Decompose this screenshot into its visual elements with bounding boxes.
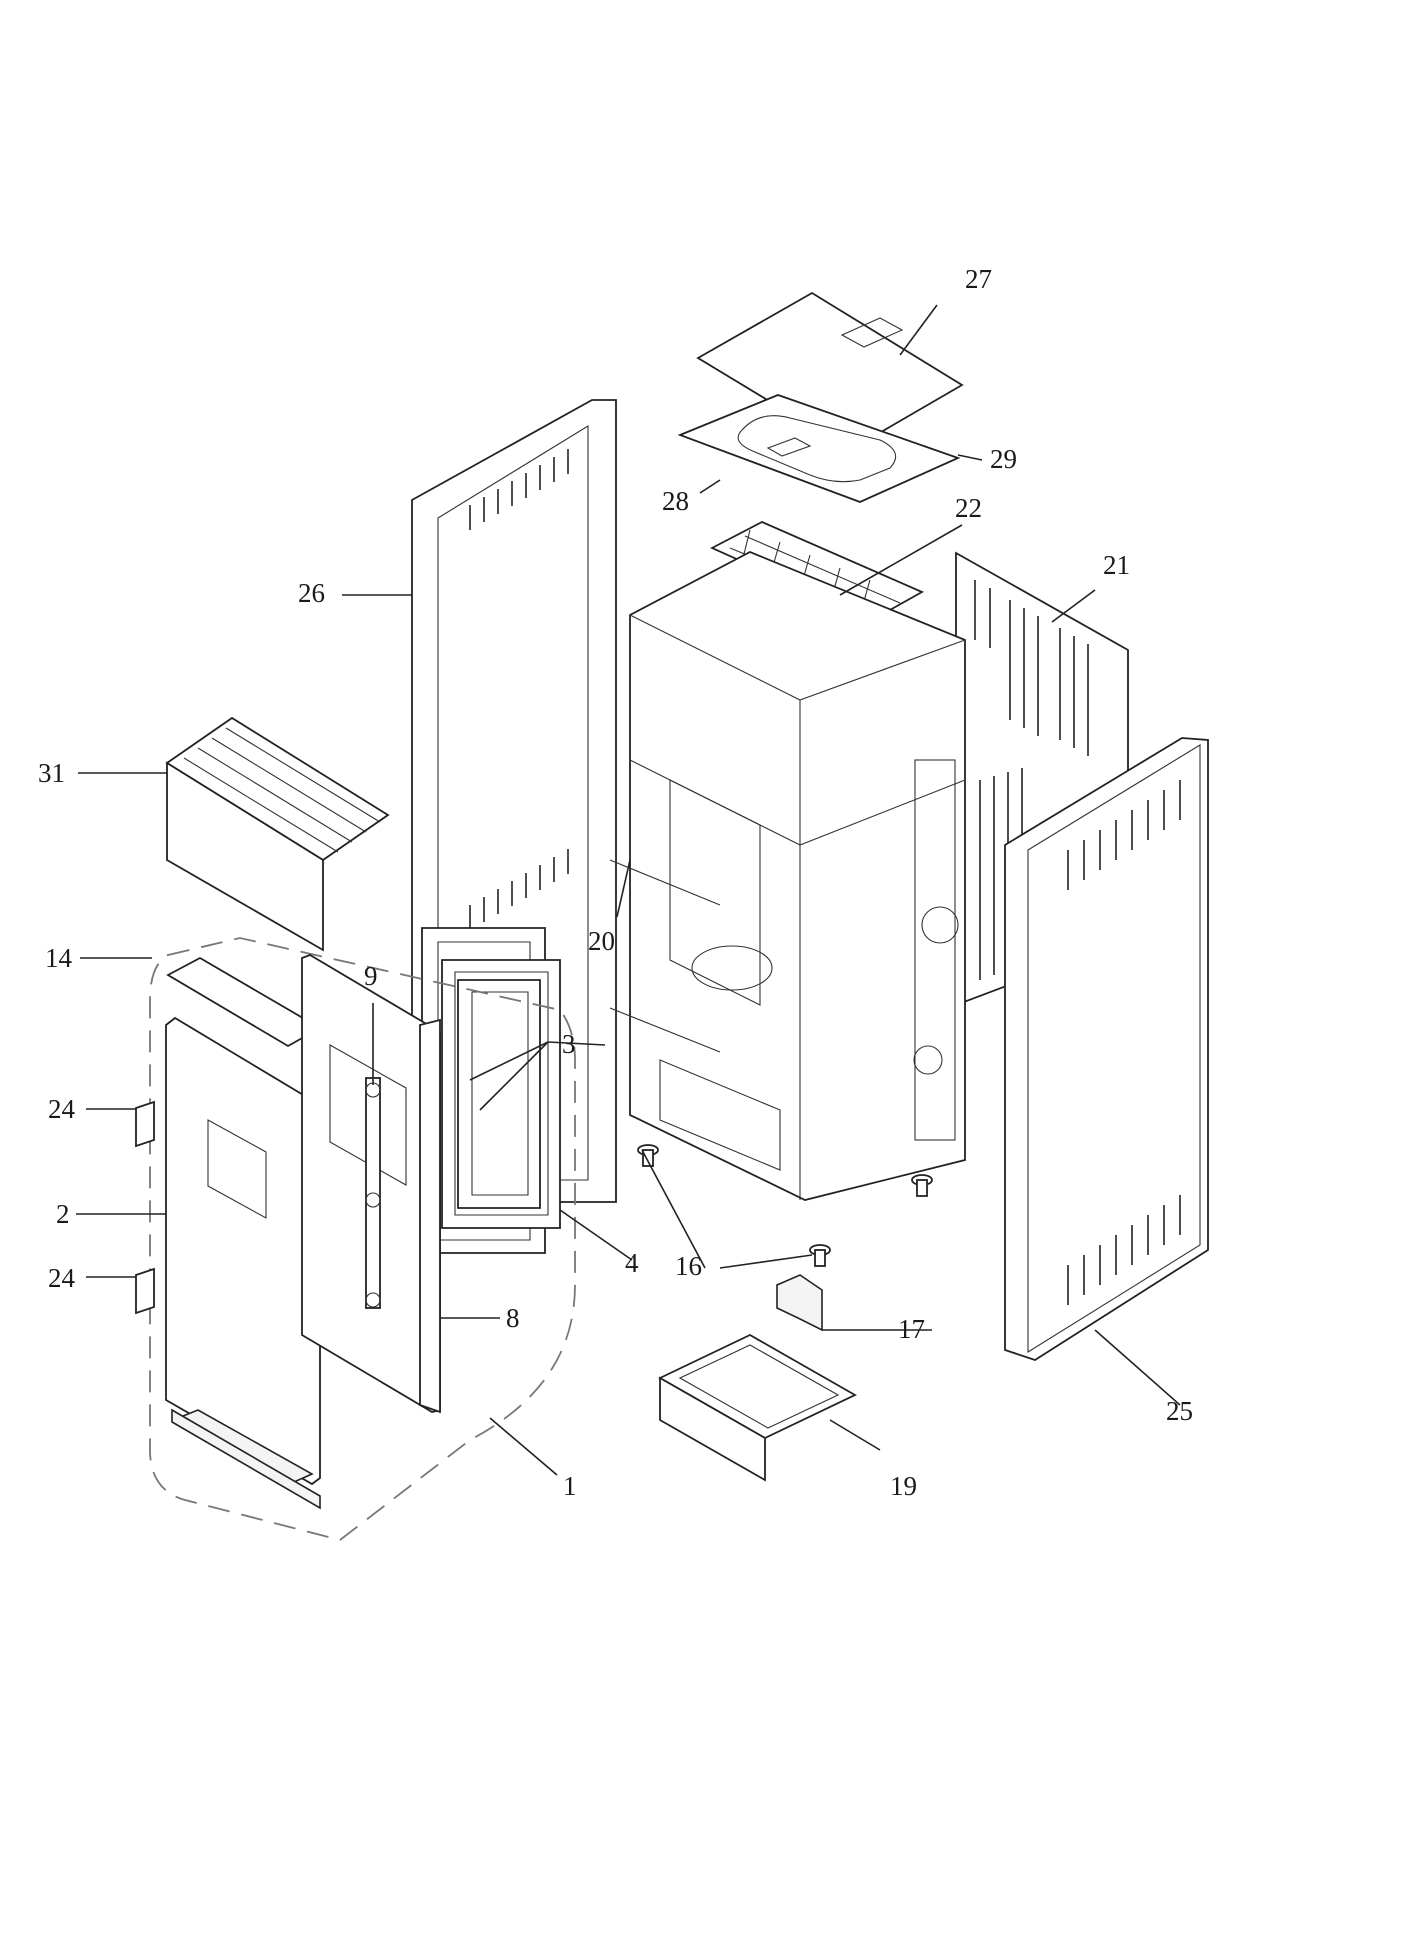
callout-27: 27 [965, 264, 992, 294]
callout-31: 31 [38, 758, 65, 788]
feet-part-16 [637, 1144, 933, 1267]
callout-26: 26 [298, 578, 325, 608]
small-grille-part-17 [776, 1274, 823, 1332]
hinge-part-24-upper [135, 1100, 155, 1148]
callout-4: 4 [625, 1248, 639, 1278]
callout-14: 14 [45, 943, 73, 973]
ash-drawer-part-19 [658, 1333, 857, 1482]
callout-24-upper: 24 [48, 1094, 76, 1124]
callout-28: 28 [662, 486, 689, 516]
callout-17: 17 [898, 1314, 925, 1344]
callout-22: 22 [955, 493, 982, 523]
glass-panels-part-3 [441, 959, 561, 1229]
callout-labels: 27 29 28 22 21 26 31 14 9 20 3 24 2 4 16… [38, 264, 1193, 1501]
hinge-part-24-lower [135, 1267, 155, 1315]
callout-1: 1 [563, 1471, 577, 1501]
assembly-dashed-outline-part-1 [149, 937, 576, 1541]
door-part-2 [165, 1016, 321, 1510]
callout-19: 19 [890, 1471, 917, 1501]
top-grille-box-part-31 [165, 716, 390, 952]
stove-main-body [609, 551, 966, 1201]
side-panel-part-25 [1004, 737, 1209, 1361]
callout-21: 21 [1103, 550, 1130, 580]
callout-29: 29 [990, 444, 1017, 474]
top-frame-part-28 [677, 394, 961, 503]
callout-3: 3 [562, 1029, 576, 1059]
callout-2: 2 [56, 1199, 70, 1229]
callout-20: 20 [588, 926, 615, 956]
callout-16: 16 [675, 1251, 702, 1281]
callout-24-lower: 24 [48, 1263, 76, 1293]
callout-25: 25 [1166, 1396, 1193, 1426]
leader-lines [76, 304, 1181, 1476]
callout-9: 9 [364, 961, 378, 991]
callout-8: 8 [506, 1303, 520, 1333]
hinge-rod-part-9 [365, 1077, 381, 1309]
